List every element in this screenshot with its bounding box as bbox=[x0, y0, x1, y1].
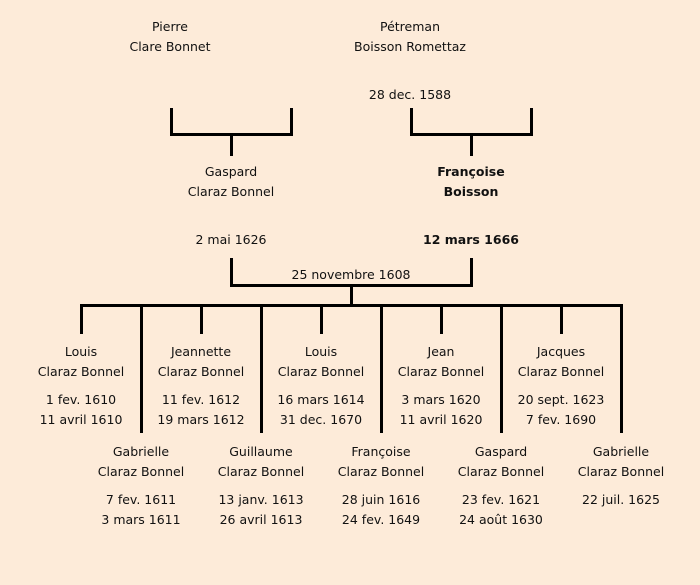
birth-date: 11 fev. 1612 bbox=[161, 392, 241, 407]
last-name: Claraz Bonnel bbox=[37, 364, 125, 379]
child-card: Gabrielle Claraz Bonnel 22 juil. 1625 bbox=[578, 442, 664, 510]
children-bar bbox=[80, 304, 623, 307]
death-date: 24 août 1630 bbox=[459, 512, 543, 527]
last-name: Claraz Bonnel bbox=[577, 464, 665, 479]
birth-date: 20 sept. 1623 bbox=[517, 392, 605, 407]
connector-line bbox=[320, 304, 323, 334]
connector-line bbox=[560, 304, 563, 334]
death-date: 11 avril 1610 bbox=[39, 412, 123, 427]
first-name: Françoise bbox=[437, 164, 505, 179]
death-date: 31 dec. 1670 bbox=[279, 412, 363, 427]
connector-line bbox=[500, 304, 503, 433]
last-name: Claraz Bonnel bbox=[97, 464, 185, 479]
death-date: 26 avril 1613 bbox=[219, 512, 303, 527]
first-name: Françoise bbox=[351, 444, 411, 459]
connector-line bbox=[530, 108, 533, 136]
connector-line bbox=[620, 304, 623, 433]
first-name: Jacques bbox=[536, 344, 586, 359]
last-name: Claraz Bonnel bbox=[337, 464, 425, 479]
last-name: Claraz Bonnel bbox=[517, 364, 605, 379]
birth-date: 22 juil. 1625 bbox=[582, 492, 660, 507]
last-name: Claraz Bonnel bbox=[277, 364, 365, 379]
death-date: 11 avril 1620 bbox=[399, 412, 483, 427]
first-name: Gabrielle bbox=[112, 444, 170, 459]
connector-line bbox=[470, 133, 473, 156]
parent-francoise-date: 12 mars 1666 bbox=[423, 232, 519, 247]
connector-line bbox=[230, 258, 233, 287]
connector-line bbox=[410, 108, 413, 136]
first-name: Gaspard bbox=[474, 444, 528, 459]
first-name: Gaspard bbox=[204, 164, 258, 179]
connector-line bbox=[260, 304, 263, 433]
first-name: Guillaume bbox=[229, 444, 293, 459]
connector-line bbox=[200, 304, 203, 334]
last-name: Claraz Bonnel bbox=[397, 364, 485, 379]
grandparent-petreman-date: 28 dec. 1588 bbox=[368, 87, 452, 102]
death-date: 7 fev. 1690 bbox=[525, 412, 597, 427]
last-name: Claraz Bonnel bbox=[187, 184, 275, 199]
first-name: Pierre bbox=[152, 19, 188, 34]
connector-line bbox=[470, 258, 473, 287]
grandparent-petreman: Pétreman Boisson Romettaz bbox=[354, 17, 466, 57]
last-name: Boisson Romettaz bbox=[354, 39, 466, 54]
birth-date: 7 fev. 1611 bbox=[105, 492, 177, 507]
connector-line bbox=[440, 304, 443, 334]
first-name: Jeannette bbox=[170, 344, 232, 359]
connector-line bbox=[230, 133, 233, 156]
child-card: Françoise Claraz Bonnel 28 juin 1616 24 … bbox=[338, 442, 424, 530]
grandparent-pierre: Pierre Clare Bonnet bbox=[129, 17, 210, 57]
birth-date: 3 mars 1620 bbox=[401, 392, 481, 407]
first-name: Pétreman bbox=[380, 19, 440, 34]
first-name: Louis bbox=[304, 344, 338, 359]
child-card: Louis Claraz Bonnel 1 fev. 1610 11 avril… bbox=[38, 342, 124, 430]
child-card: Gabrielle Claraz Bonnel 7 fev. 1611 3 ma… bbox=[98, 442, 184, 530]
last-name: Claraz Bonnel bbox=[217, 464, 305, 479]
connector-line bbox=[290, 108, 293, 136]
connector-line bbox=[80, 304, 83, 334]
child-card: Guillaume Claraz Bonnel 13 janv. 1613 26… bbox=[218, 442, 304, 530]
first-name: Louis bbox=[64, 344, 98, 359]
connector-line bbox=[350, 284, 353, 306]
death-date: 19 mars 1612 bbox=[157, 412, 245, 427]
parent-gaspard: Gaspard Claraz Bonnel bbox=[188, 162, 274, 202]
last-name: Claraz Bonnel bbox=[457, 464, 545, 479]
last-name: Boisson bbox=[443, 184, 499, 199]
parent-francoise: Françoise Boisson bbox=[437, 162, 504, 202]
child-card: Jacques Claraz Bonnel 20 sept. 1623 7 fe… bbox=[518, 342, 605, 430]
birth-date: 1 fev. 1610 bbox=[45, 392, 117, 407]
child-card: Louis Claraz Bonnel 16 mars 1614 31 dec.… bbox=[277, 342, 364, 430]
death-date: 24 fev. 1649 bbox=[341, 512, 421, 527]
child-card: Jeannette Claraz Bonnel 11 fev. 1612 19 … bbox=[157, 342, 244, 430]
birth-date: 16 mars 1614 bbox=[277, 392, 365, 407]
connector-line bbox=[380, 304, 383, 433]
first-name: Jean bbox=[427, 344, 455, 359]
child-card: Jean Claraz Bonnel 3 mars 1620 11 avril … bbox=[398, 342, 484, 430]
death-date: 3 mars 1611 bbox=[101, 512, 181, 527]
child-card: Gaspard Claraz Bonnel 23 fev. 1621 24 ao… bbox=[458, 442, 544, 530]
last-name: Clare Bonnet bbox=[129, 39, 211, 54]
birth-date: 13 janv. 1613 bbox=[218, 492, 304, 507]
parent-gaspard-date: 2 mai 1626 bbox=[195, 232, 267, 247]
connector-line bbox=[140, 304, 143, 433]
marriage-date: 25 novembre 1608 bbox=[291, 267, 411, 282]
first-name: Gabrielle bbox=[592, 444, 650, 459]
birth-date: 28 juin 1616 bbox=[341, 492, 421, 507]
connector-line bbox=[170, 108, 173, 136]
last-name: Claraz Bonnel bbox=[157, 364, 245, 379]
birth-date: 23 fev. 1621 bbox=[461, 492, 541, 507]
